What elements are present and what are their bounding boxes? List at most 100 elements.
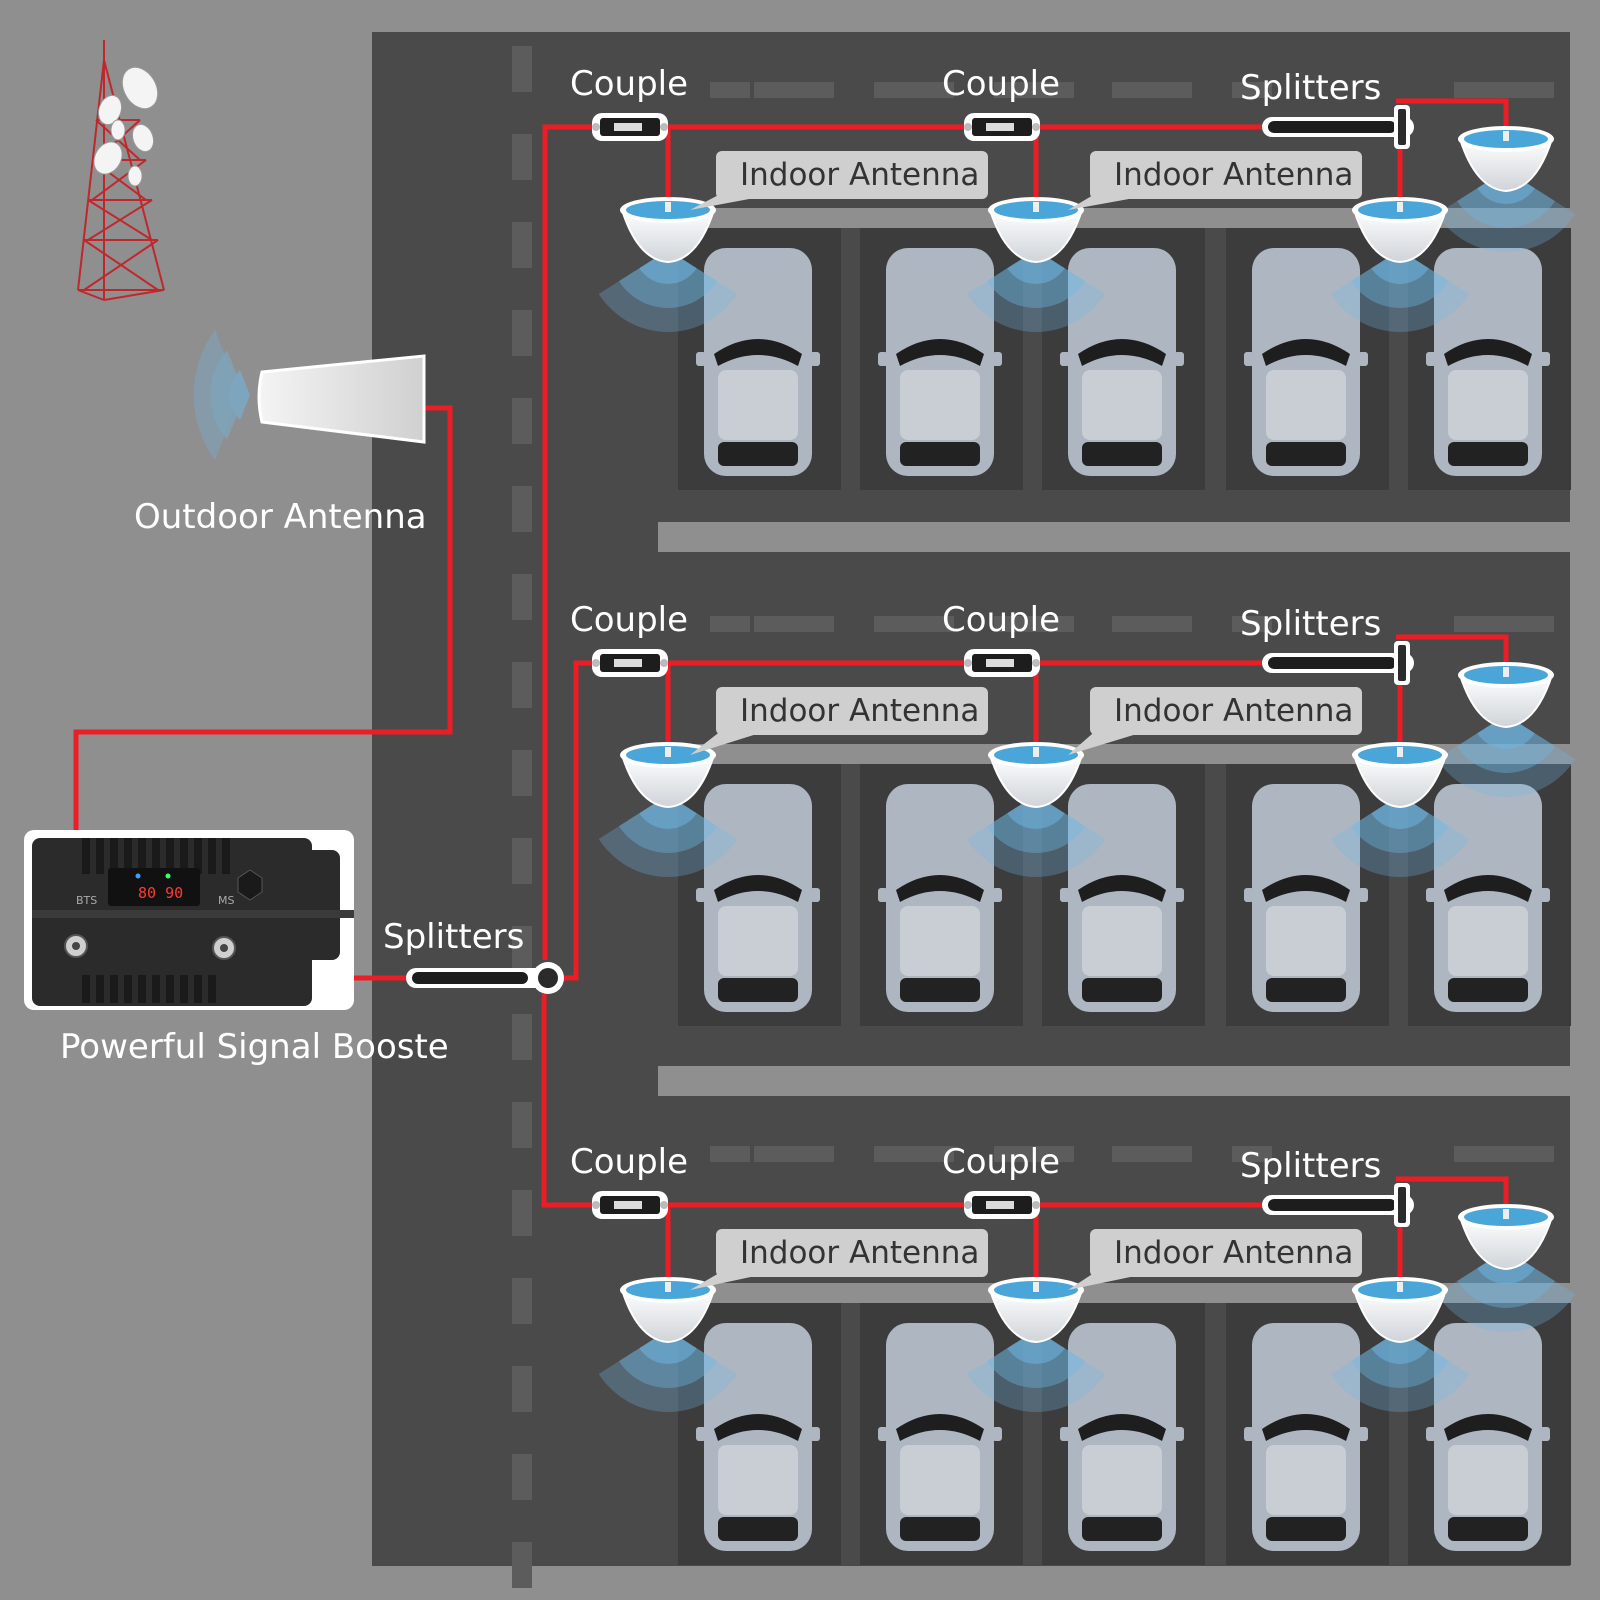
indoor-antenna-label-box xyxy=(690,1229,988,1290)
indoor-antenna-label-box xyxy=(690,687,988,755)
curb xyxy=(658,208,1570,228)
coupler-icon xyxy=(592,113,668,141)
lane-dash xyxy=(512,1014,532,1060)
car-icon xyxy=(1060,1323,1184,1551)
indoor-antenna-label: Indoor Antenna xyxy=(1114,157,1353,193)
coupler-icon xyxy=(592,1191,668,1219)
lane-dash xyxy=(512,1542,532,1588)
indoor-wave xyxy=(1436,715,1576,797)
splitters-label: Splitters xyxy=(1240,68,1381,108)
car-icon xyxy=(696,1323,820,1551)
booster-display-value: 80 90 xyxy=(138,884,183,902)
lane-dash xyxy=(754,1146,834,1162)
indoor-antenna-label: Indoor Antenna xyxy=(740,693,979,729)
lane-dash xyxy=(512,486,532,532)
indoor-wave xyxy=(1330,795,1470,877)
outdoor-antenna-label: Outdoor Antenna xyxy=(134,497,427,537)
indoor-antenna-icon xyxy=(1352,197,1448,264)
indoor-antenna-icon xyxy=(988,1277,1084,1344)
car-icon xyxy=(696,784,820,1012)
indoor-wave xyxy=(598,250,738,332)
car-icon xyxy=(696,248,820,476)
floor-divider xyxy=(658,1066,1570,1096)
lane-dash xyxy=(512,134,532,180)
car-icon xyxy=(878,248,1002,476)
indoor-antenna-icon xyxy=(1458,662,1554,729)
couple-label: Couple xyxy=(570,64,688,104)
main-splitter-label: Splitters xyxy=(383,917,524,957)
indoor-antenna-label-box xyxy=(1068,151,1362,210)
lane-dash xyxy=(512,46,532,92)
lane-dash xyxy=(512,662,532,708)
signal-booster-icon xyxy=(24,830,354,1010)
signal-waves xyxy=(598,170,1576,1412)
lane-dash xyxy=(1112,1146,1192,1162)
cable-riser-bottom xyxy=(541,992,600,1208)
car-icon xyxy=(878,1323,1002,1551)
lane-dash xyxy=(994,616,1074,632)
car-icon xyxy=(1060,248,1184,476)
lane-dash xyxy=(994,82,1074,98)
car-icon xyxy=(1426,248,1550,476)
indoor-wave xyxy=(598,795,738,877)
lane-dash xyxy=(754,616,834,632)
indoor-wave xyxy=(966,1330,1106,1412)
lane-markings-vertical xyxy=(512,46,532,1588)
lane-dash xyxy=(874,616,954,632)
splitters-label: Splitters xyxy=(1240,1146,1381,1186)
couple-label: Couple xyxy=(570,1142,688,1182)
indoor-antenna-label-box xyxy=(1068,1229,1362,1290)
lane-dash xyxy=(1232,616,1272,632)
lane-dash xyxy=(512,1454,532,1500)
outdoor-antenna-icon xyxy=(257,354,426,444)
lane-dash xyxy=(1232,82,1272,98)
splitter-icon xyxy=(1262,641,1414,685)
car-icon xyxy=(1426,784,1550,1012)
indoor-antenna-label: Indoor Antenna xyxy=(1114,693,1353,729)
curb xyxy=(658,744,1570,764)
lane-dash xyxy=(710,1146,750,1162)
lane-dash xyxy=(1454,616,1554,632)
indoor-antenna-icon xyxy=(1458,1204,1554,1271)
couple-label: Couple xyxy=(942,600,1060,640)
cable-branch xyxy=(1396,1176,1509,1207)
car-icon xyxy=(878,784,1002,1012)
splitter-icon xyxy=(1262,1183,1414,1227)
floor-bottom xyxy=(658,1146,1571,1565)
lane-dash xyxy=(1454,82,1554,98)
parking-area xyxy=(658,82,1571,1565)
cable-riser-top xyxy=(542,124,600,960)
lane-dash xyxy=(710,82,750,98)
booster-display xyxy=(108,868,200,906)
indoor-antenna-icon xyxy=(988,197,1084,264)
indoor-wave xyxy=(966,250,1106,332)
indoor-antenna-label-box xyxy=(1068,687,1362,755)
lane-dash xyxy=(874,82,954,98)
car-icon xyxy=(1244,248,1368,476)
lane-dash xyxy=(512,1190,532,1236)
lane-dash xyxy=(512,222,532,268)
lane-dash xyxy=(1232,1146,1272,1162)
car-icon xyxy=(1426,1323,1550,1551)
cable-branch xyxy=(1396,634,1509,665)
cable-outdoor-to-booster xyxy=(73,405,453,946)
indoor-antenna-label-box xyxy=(690,151,988,210)
curb xyxy=(658,1283,1570,1303)
outdoor-antenna-waves xyxy=(193,330,250,460)
indoor-wave xyxy=(1330,1330,1470,1412)
indoor-wave xyxy=(966,795,1106,877)
lane-dash xyxy=(512,750,532,796)
indoor-antenna-label: Indoor Antenna xyxy=(1114,1235,1353,1271)
lane-dash xyxy=(994,1146,1074,1162)
indoor-antenna-icon xyxy=(620,1277,716,1344)
lane-dash xyxy=(874,1146,954,1162)
lane-dash xyxy=(512,398,532,444)
main-splitter-icon xyxy=(406,962,564,994)
indoor-antenna-icon xyxy=(1352,742,1448,809)
indoor-antenna-icon xyxy=(1352,1277,1448,1344)
lane-dash xyxy=(512,574,532,620)
floor-top xyxy=(658,82,1571,490)
indoor-wave xyxy=(1330,250,1470,332)
